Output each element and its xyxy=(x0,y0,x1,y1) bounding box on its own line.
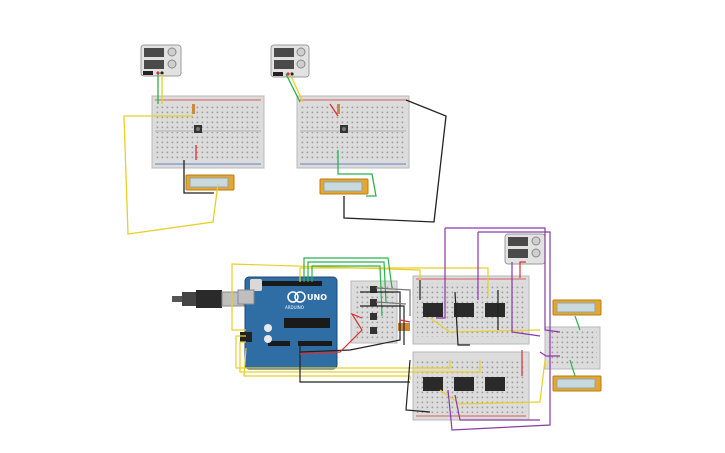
wires-top-left xyxy=(123,74,219,235)
power-supply-3[interactable] xyxy=(504,233,546,265)
relay-3 xyxy=(485,303,505,317)
relay-modules xyxy=(423,303,505,391)
lcd-1[interactable] xyxy=(185,174,235,191)
lcd-2[interactable] xyxy=(319,178,369,195)
relay-6 xyxy=(485,377,505,391)
arduino-uno[interactable]: UNO ARDUINO xyxy=(237,276,338,370)
resistor-1 xyxy=(192,104,195,114)
relay-4 xyxy=(423,377,443,391)
arduino-model-label: UNO xyxy=(307,293,327,302)
breadboard-top-left[interactable] xyxy=(151,95,265,169)
breadboard-top-right[interactable] xyxy=(296,95,410,169)
relay-2 xyxy=(454,303,474,317)
usb-cable xyxy=(172,290,245,308)
resistor-2 xyxy=(337,104,340,114)
lcd-4[interactable] xyxy=(552,375,602,392)
pushbutton-2[interactable] xyxy=(340,125,348,133)
breadboard-small-right[interactable] xyxy=(544,326,601,370)
relay-5 xyxy=(454,377,474,391)
pushbutton-1[interactable] xyxy=(194,125,202,133)
wires-top-right xyxy=(285,73,447,223)
lcd-3[interactable] xyxy=(552,299,602,316)
relay-1 xyxy=(423,303,443,317)
arduino-brand-label: ARDUINO xyxy=(285,305,304,310)
power-supply-1[interactable] xyxy=(140,44,182,77)
wires-bottom xyxy=(231,227,581,431)
power-supply-2[interactable] xyxy=(270,44,310,78)
